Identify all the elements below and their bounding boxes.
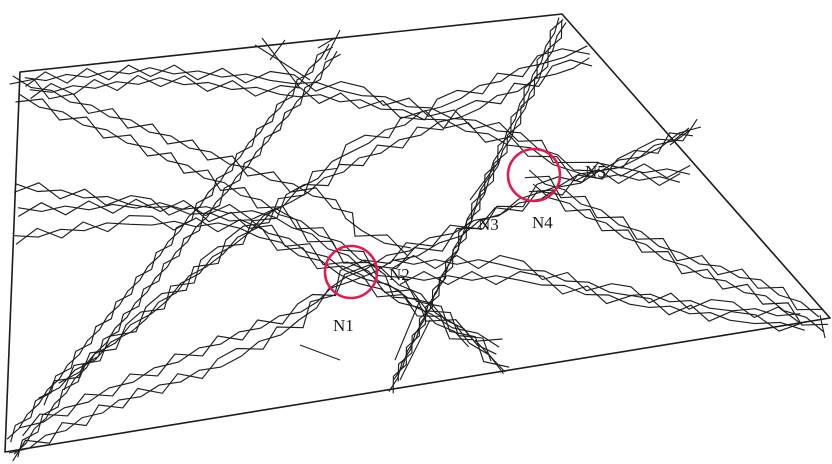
beam-stub-1 xyxy=(261,37,301,89)
diagonal-beam-1-upper xyxy=(392,18,564,394)
beam-band-8-lower xyxy=(29,77,681,183)
beam-band-1-lower xyxy=(12,75,411,249)
beam-band-11-lower xyxy=(399,275,805,331)
beam-stub-10 xyxy=(469,159,501,201)
diagonal-beam-2-lower xyxy=(393,22,567,380)
beam-band-1-upper xyxy=(9,78,409,257)
beam-stub-8 xyxy=(399,319,431,381)
beam-band-13-upper xyxy=(524,175,824,311)
diagonal-beam-3-upper xyxy=(10,46,333,443)
node-label-n3: N3 xyxy=(478,215,499,234)
beam-band-10-upper xyxy=(43,59,593,406)
diagonal-beam-3-lower xyxy=(6,43,330,440)
node-labels: N1 N2 N3 N4 N5 xyxy=(333,162,606,335)
node-marker-n4 xyxy=(506,147,562,203)
node-label-n1: N1 xyxy=(333,316,354,335)
beam-band-10-lower xyxy=(38,57,590,399)
beam-bands xyxy=(6,17,829,462)
beam-stub-4 xyxy=(269,39,286,61)
beam-band-7-lower xyxy=(24,67,691,175)
node-marker-n1 xyxy=(323,244,379,300)
beam-stub-3 xyxy=(317,37,336,49)
beam-stubs xyxy=(254,29,826,381)
beam-stub-5 xyxy=(324,29,341,61)
node-markers xyxy=(323,147,562,300)
beam-band-2-lower xyxy=(18,93,504,375)
beam-stub-6 xyxy=(299,344,341,361)
beam-stub-7 xyxy=(394,299,421,361)
beam-band-15-lower xyxy=(17,202,500,348)
beam-stub-11 xyxy=(669,129,691,146)
beam-stub-9 xyxy=(474,339,506,373)
outer-frame xyxy=(4,13,831,453)
beam-band-6-lower xyxy=(18,126,702,429)
beam-band-9-lower xyxy=(58,45,588,384)
beam-stub-12 xyxy=(819,314,826,339)
beam-stub-2 xyxy=(254,44,311,81)
beam-band-8-upper xyxy=(30,74,681,187)
diagonal-beam-1-lower xyxy=(388,17,560,392)
beam-band-5-lower xyxy=(8,127,690,454)
beam-band-4-lower xyxy=(14,220,470,348)
beam-band-13-lower xyxy=(528,169,820,318)
diagonal-beam-4-lower xyxy=(13,50,338,455)
beam-band-14-lower xyxy=(532,183,825,333)
diagonal-beam-4-upper xyxy=(17,53,341,458)
node-label-n2: N2 xyxy=(389,265,410,284)
beam-band-4-upper xyxy=(15,215,474,341)
node-label-n5: N5 xyxy=(585,162,606,181)
beam-band-12-lower xyxy=(391,259,801,317)
beam-band-14-upper xyxy=(528,189,829,326)
node-label-n4: N4 xyxy=(532,213,553,232)
beam-band-11-upper xyxy=(399,270,807,332)
beam-band-7-upper xyxy=(25,64,691,179)
